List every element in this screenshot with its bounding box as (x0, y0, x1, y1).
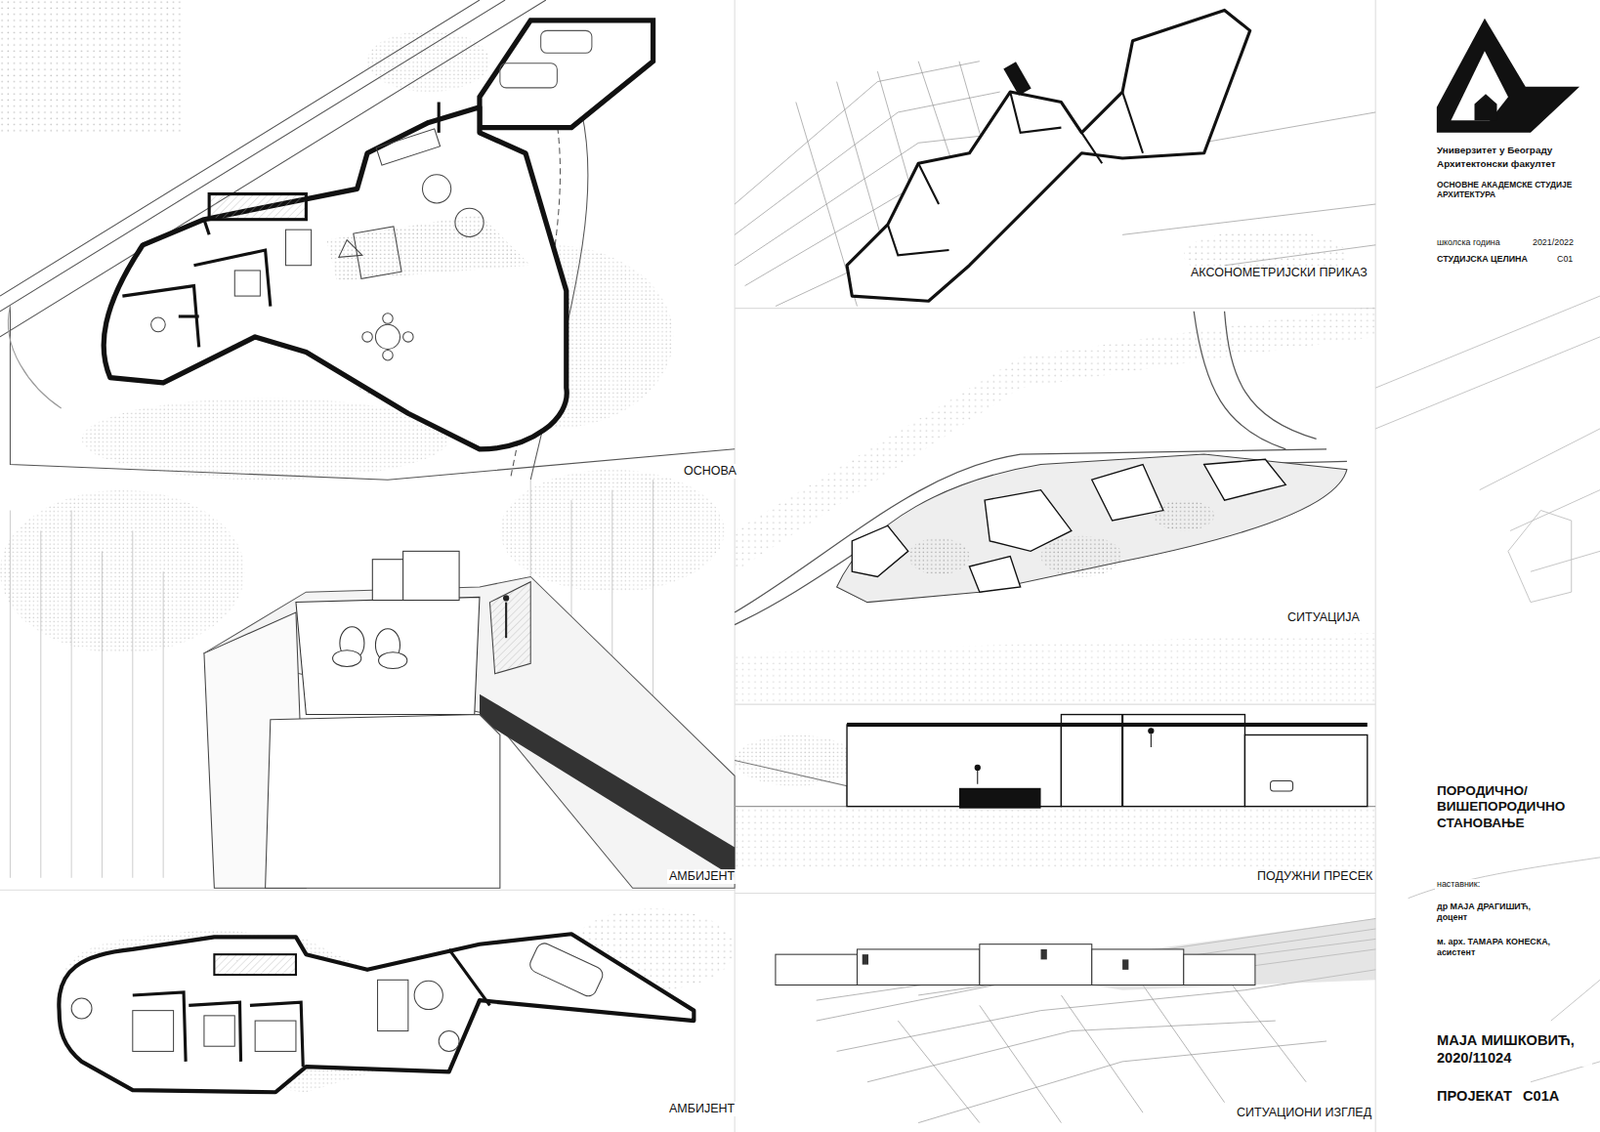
view-label: АКСОНОМЕТРИЈСКИ ПРИКАЗ (1188, 265, 1370, 281)
info-label: наставник: (1434, 879, 1482, 890)
view-label: АМБИЈЕНТ (667, 1101, 737, 1117)
view-label: ПОДУЖНИ ПРЕСЕК (1255, 869, 1375, 885)
view-label: АМБИЈЕНТ (667, 869, 737, 885)
study-program: ОСНОВНЕ АКАДЕМСКЕ СТУДИЈЕ АРХИТЕКТУРА (1434, 179, 1587, 200)
view-label: ОСНОВА (681, 463, 739, 479)
assistant-name: м. арх. ТАМАРА КОНЕСКА, асистент (1434, 936, 1582, 958)
mentor-name: др МАЈА ДРАГИШИЋ, доцент (1434, 901, 1557, 923)
info-label: школска година (1434, 237, 1503, 249)
view-label: СИТУАЦИОНИ ИЗГЛЕД (1234, 1105, 1374, 1121)
board-title: ПОРОДИЧНО/ ВИШЕПОРОДИЧНО СТАНОВАЊЕ (1434, 783, 1582, 832)
view-label: СИТУАЦИЈА (1285, 610, 1362, 626)
institution-name: Архитектонски факултет (1434, 158, 1558, 170)
project-label: ПРОЈЕКАТ (1434, 1088, 1515, 1106)
student-name: МАЈА МИШКОВИЋ, 2020/11024 (1434, 1032, 1593, 1067)
project-code: C01A (1520, 1088, 1561, 1106)
info-value: C01 (1555, 253, 1575, 265)
institution-name: Универзитет у Београду (1434, 144, 1555, 157)
info-value: 2021/2022 (1530, 237, 1576, 249)
info-label: СТУДИЈСКА ЦЕЛИНА (1434, 253, 1530, 265)
